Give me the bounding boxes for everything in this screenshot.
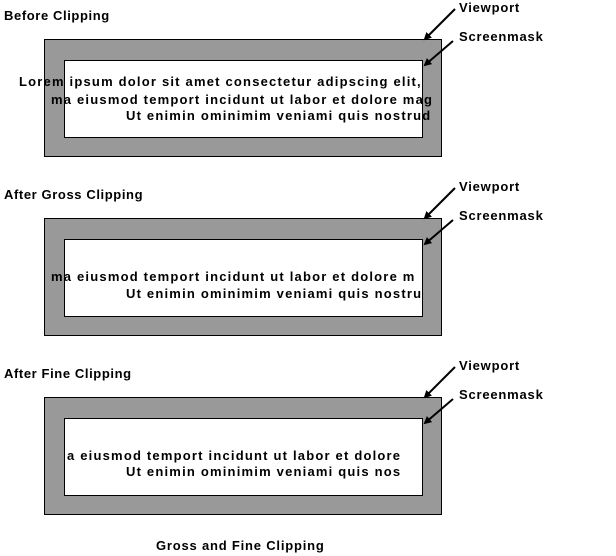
panel-before-clipping: Before Clipping Lorem ipsum dolor sit am… <box>0 0 616 170</box>
text-block: Lorem ipsum dolor sit amet consectetur a… <box>0 0 616 170</box>
viewport-arrow <box>423 8 456 41</box>
screenmask-rect <box>64 418 423 496</box>
panel-title: Before Clipping <box>4 8 110 23</box>
screenmask-arrow <box>423 398 454 425</box>
viewport-label: Viewport <box>459 179 521 194</box>
screenmask-label: Screenmask <box>459 208 544 223</box>
pointer-arrows <box>423 187 456 246</box>
panel-title: After Fine Clipping <box>4 366 132 381</box>
panel-after-fine-clipping: After Fine Clipping a eiusmod temport in… <box>0 358 616 528</box>
pointer-arrows <box>423 366 456 425</box>
viewport-arrow <box>423 366 456 399</box>
screenmask-rect <box>64 60 423 138</box>
text-line: Ut enimin ominimim veniami quis nostru <box>126 286 423 301</box>
pointer-arrows <box>423 8 456 67</box>
screenmask-rect <box>64 239 423 317</box>
viewport-arrow <box>423 187 456 220</box>
screenmask-arrow <box>423 219 454 246</box>
text-block: ma eiusmod temport incidunt ut labor et … <box>0 179 616 349</box>
screenmask-label: Screenmask <box>459 387 544 402</box>
text-line: Ut enimin ominimim veniami quis nos <box>126 464 402 479</box>
text-line: ma eiusmod temport incidunt ut labor et … <box>51 269 416 284</box>
screenmask-arrow <box>423 40 454 67</box>
text-line: Lorem ipsum dolor sit amet consectetur a… <box>19 74 422 89</box>
figure-caption: Gross and Fine Clipping <box>156 538 325 553</box>
viewport-label: Viewport <box>459 358 521 373</box>
viewport-label: Viewport <box>459 0 521 15</box>
panel-after-gross-clipping: After Gross Clipping ma eiusmod temport … <box>0 179 616 349</box>
text-block: a eiusmod temport incidunt ut labor et d… <box>0 358 616 528</box>
screenmask-label: Screenmask <box>459 29 544 44</box>
text-line: ma eiusmod temport incidunt ut labor et … <box>51 92 434 107</box>
text-line: Ut enimin ominimim veniami quis nostrud <box>126 108 432 123</box>
panel-title: After Gross Clipping <box>4 187 144 202</box>
text-line: a eiusmod temport incidunt ut labor et d… <box>67 448 402 463</box>
